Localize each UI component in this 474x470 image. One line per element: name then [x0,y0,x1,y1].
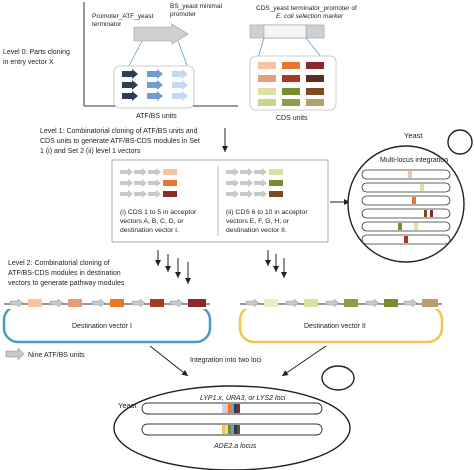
multi-locus-label: Multi-locus integration [380,157,448,164]
cds-terminator-label: CDS_yeast terminator_promoter of [256,5,357,12]
cds-part-core [263,24,307,39]
promoter-part-arrow [133,23,189,45]
chromosomes [361,169,451,245]
zoom-line [127,40,143,69]
integration-arrow-left [149,345,189,377]
vector-2-modules [245,298,438,308]
integration-arrow-right [281,345,327,377]
set2-modules [226,168,283,198]
legend-arrow-icon [5,347,25,361]
zoom-line [257,37,265,59]
promoter-atf-label: Promoter_ATF_yeast terminator [92,13,155,28]
set1-description: (i) CDS 1 to 5 in acceptor vectors A, B,… [120,209,198,234]
integration-label: Integration into two loci [190,357,262,364]
yeast-label-bottom: Yeast [118,401,137,410]
bs-min-promoter-label: BS_yeast minimal promoter [170,3,224,18]
loci-bottom-label: ADE2.a locus [213,443,257,450]
chromosome-top-modules [222,404,240,413]
level2-arrows-left [155,250,191,284]
destination-vector-2-label: Destination vector II [304,323,366,330]
zoom-line [177,40,189,69]
zoom-line [305,37,323,59]
level1-label: Level 1: Combinatorial cloning of ATF/BS… [40,128,202,155]
loci-top-label: LYP1.x, URA3, or LYS2 loci [200,395,286,402]
level0-label: Level 0: Parts cloning in entry vector X [3,49,72,66]
set1-modules [120,168,177,198]
atf-bs-units-label: ATF/BS units [136,113,177,120]
yeast-label-top: Yeast [404,131,423,140]
set2-description: (ii) CDS 6 to 10 in acceptor vectors E, … [226,209,310,234]
cds-units-box [249,55,337,111]
level2-arrows-right [265,250,287,278]
nine-units-label: Nine ATF/BS units [28,352,85,359]
atf-bs-arrows [122,69,188,101]
level2-label: Level 2: Combinatorial cloning of ATF/BS… [8,260,125,287]
ecoli-marker-label: E. coli selection marker [276,13,344,20]
cds-unit-blocks [258,62,324,106]
cds-units-label: CDS units [276,115,308,122]
yeast-bud-top [447,129,473,155]
destination-vector-1-label: Destination vector I [72,323,132,330]
vector-1-modules [9,298,206,308]
yeast-bud-bottom [321,365,355,391]
chromosome-bottom-modules [222,425,240,434]
